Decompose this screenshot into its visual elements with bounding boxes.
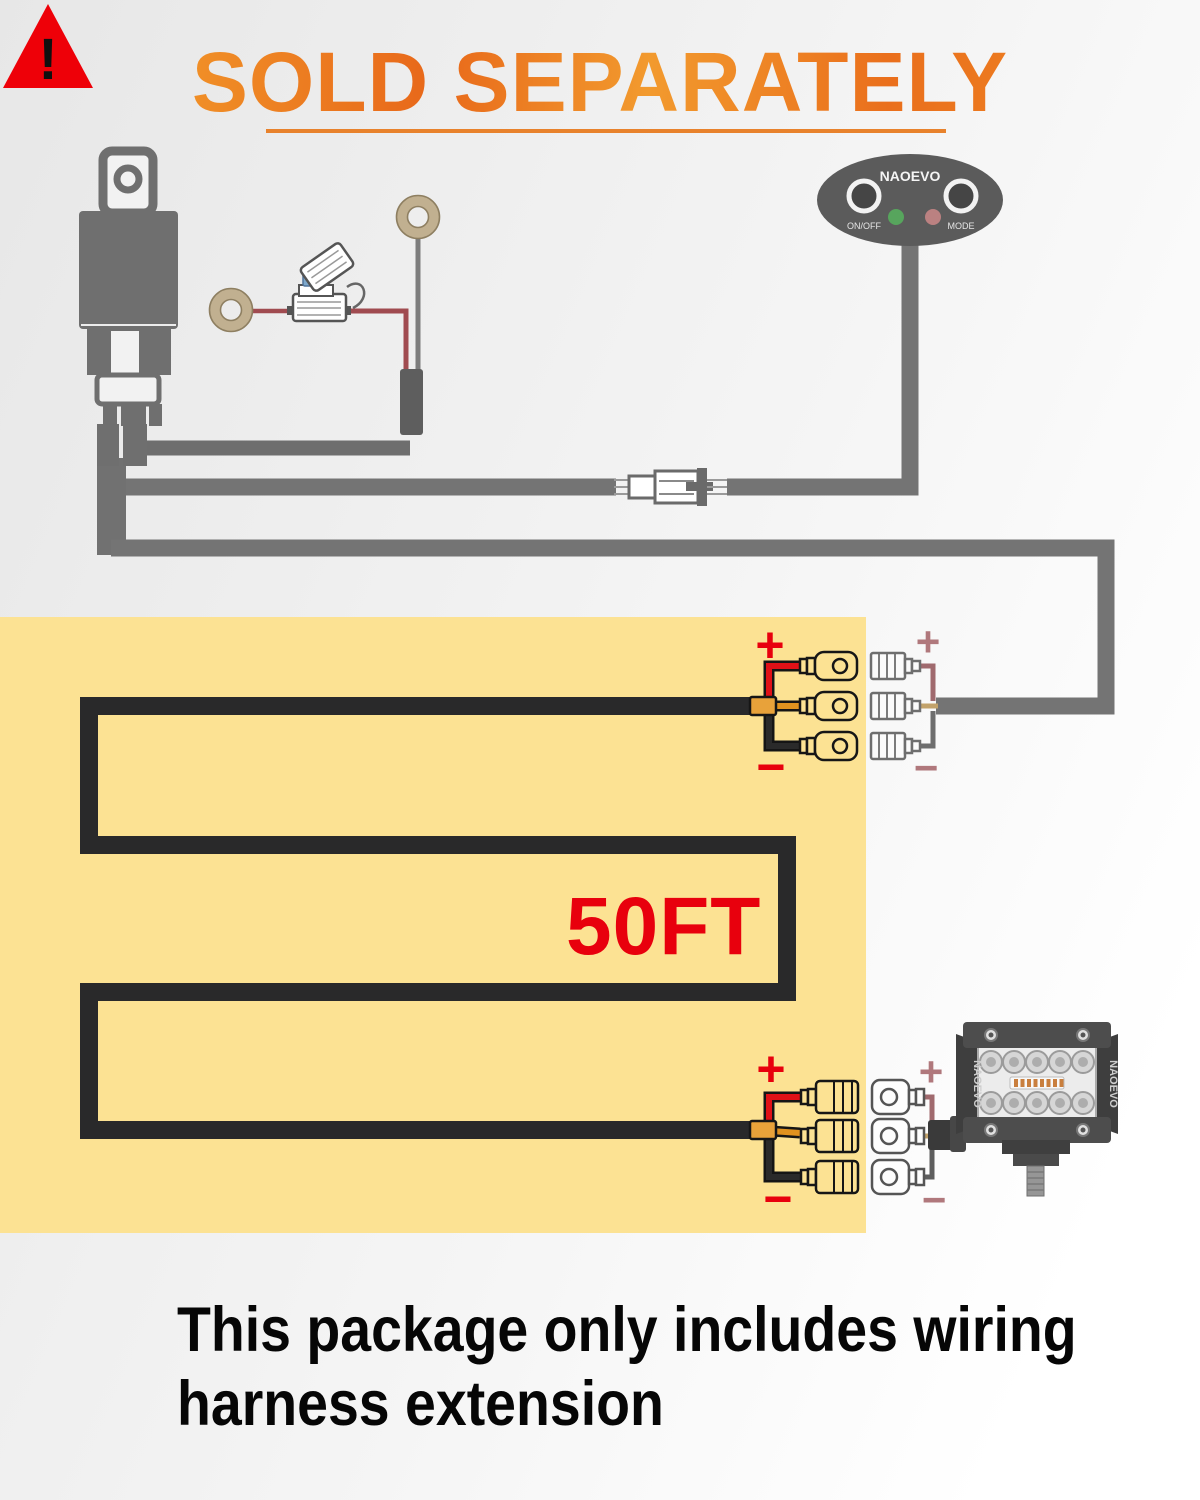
onoff-label: ON/OFF — [847, 221, 881, 231]
mating-terminals-top: + − — [869, 618, 941, 791]
green-led-indicator — [888, 209, 904, 225]
fuse-holder-icon — [287, 242, 366, 323]
onoff-button — [846, 178, 882, 214]
harness-terminals-top: + − — [748, 617, 859, 795]
page-title: SOLD SEPARATELY — [0, 34, 1200, 131]
polarity-plus-label: + — [755, 617, 784, 673]
ring-terminal-icon — [395, 194, 441, 240]
relay-icon — [79, 146, 178, 466]
harness-wires — [97, 236, 1115, 715]
led-light-pod-icon: NAOEVO NAOEVO — [956, 1022, 1119, 1197]
title-underline — [266, 129, 946, 133]
warning-exclamation: ! — [38, 27, 57, 92]
screw-icon — [984, 1028, 1090, 1137]
polarity-minus-label: − — [914, 744, 939, 791]
polarity-plus-label: + — [756, 1041, 785, 1097]
harness-terminals-bottom: + − — [748, 1041, 860, 1227]
mounting-bolt — [1026, 1165, 1045, 1197]
polarity-minus-label: − — [763, 1171, 792, 1227]
heat-shrink-sleeve — [400, 369, 423, 435]
warning-line-1: This package only includes wiring — [177, 1295, 1077, 1365]
ring-terminal-icon — [208, 287, 254, 333]
polarity-minus-label: − — [922, 1176, 947, 1223]
bullet-connector-icon — [614, 468, 727, 506]
red-led-indicator — [925, 209, 941, 225]
extension-cable-50ft — [80, 697, 796, 1139]
crimp-ferrule — [748, 695, 778, 717]
light-brand-label: NAOEVO — [1107, 1060, 1119, 1108]
polarity-plus-label: + — [916, 618, 941, 665]
light-brand-label: NAOEVO — [971, 1060, 983, 1108]
mode-label: MODE — [948, 221, 975, 231]
mating-terminals-bottom: + − — [870, 1048, 966, 1223]
crimp-ferrule — [748, 1119, 778, 1141]
warning-line-2: harness extension — [177, 1368, 664, 1439]
switch-pod-icon: NAOEVO ON/OFF MODE — [817, 154, 1003, 246]
warning-note: This package only includes wiring harnes… — [177, 1294, 1077, 1441]
polarity-minus-label: − — [756, 739, 785, 795]
mode-button — [943, 178, 979, 214]
warning-triangle-icon: ! — [3, 4, 93, 92]
cable-length-label: 50FT — [566, 881, 762, 972]
switch-brand-label: NAOEVO — [880, 168, 941, 184]
polarity-plus-label: + — [919, 1048, 944, 1095]
